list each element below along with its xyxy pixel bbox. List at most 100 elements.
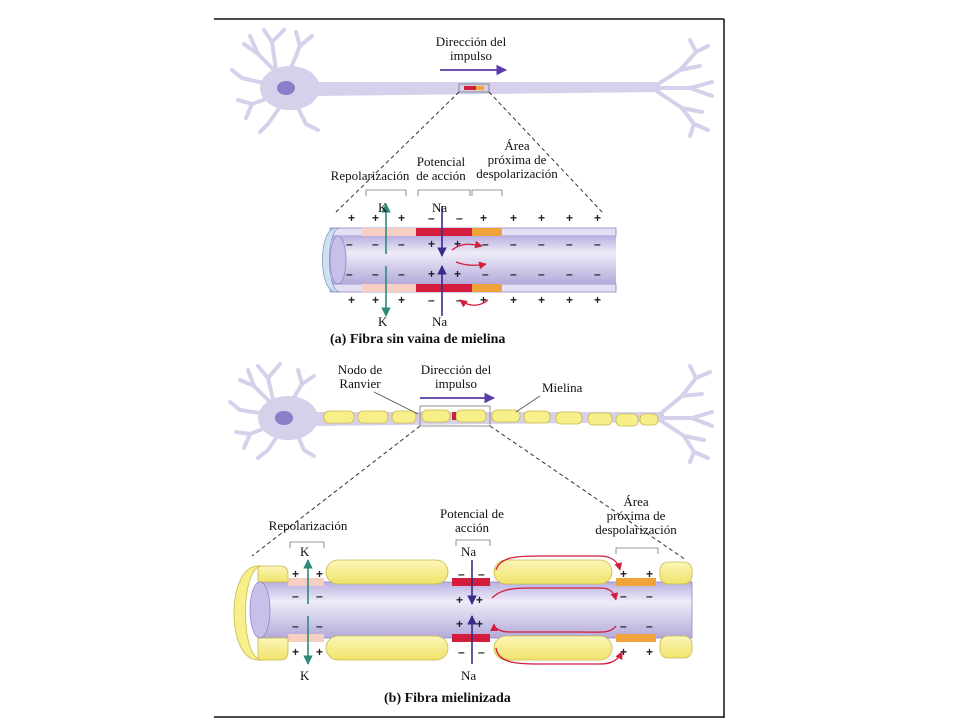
- action-potential-label-a-line1: Potencial: [417, 154, 466, 169]
- svg-text:+: +: [538, 293, 545, 307]
- repolarization-label-b: Repolarización: [269, 518, 348, 533]
- svg-text:+: +: [480, 293, 487, 307]
- svg-text:–: –: [478, 567, 485, 581]
- k-label-a-top: K: [378, 200, 388, 215]
- svg-text:+: +: [398, 293, 405, 307]
- svg-text:–: –: [372, 267, 379, 281]
- svg-text:–: –: [510, 237, 517, 251]
- inner-charges-a-top: – – – + + – – – – –: [346, 237, 601, 251]
- svg-text:–: –: [646, 619, 653, 633]
- svg-text:+: +: [316, 567, 323, 581]
- na-label-a-bottom: Na: [432, 314, 447, 329]
- area-label-b-line1: Área: [623, 494, 648, 509]
- node-pointer-b: [373, 391, 419, 415]
- svg-text:+: +: [594, 293, 601, 307]
- svg-text:+: +: [510, 211, 517, 225]
- svg-text:–: –: [292, 619, 299, 633]
- svg-text:+: +: [566, 293, 573, 307]
- svg-text:+: +: [292, 645, 299, 659]
- charges-b: + + – – + + – – + + – – – – + + – – + + …: [292, 567, 653, 659]
- action-potential-label-b-line2: acción: [455, 520, 489, 535]
- svg-text:+: +: [456, 593, 463, 607]
- myelin-segments-b: [323, 409, 659, 427]
- repolarization-label-a: Repolarización: [331, 168, 410, 183]
- svg-text:+: +: [566, 211, 573, 225]
- area-label-a-line1: Área: [504, 138, 529, 153]
- svg-text:+: +: [372, 211, 379, 225]
- nucleus-b: [275, 411, 293, 425]
- saltatory-current-arrow-b-inner-bottom: [490, 623, 617, 633]
- action-potential-label-a-line2: de acción: [416, 168, 466, 183]
- myelin-label-b: Mielina: [542, 380, 583, 395]
- node-label-b-line1: Nodo de: [338, 362, 383, 377]
- neuron-a: [230, 28, 714, 138]
- svg-text:+: +: [646, 567, 653, 581]
- saltatory-current-arrow-b-inner-top: [491, 587, 619, 601]
- svg-text:+: +: [456, 617, 463, 631]
- nucleus-a: [277, 81, 295, 95]
- svg-text:–: –: [594, 237, 601, 251]
- neuron-b: [228, 362, 714, 464]
- direction-label-b-line1: Dirección del: [421, 362, 492, 377]
- svg-text:–: –: [372, 237, 379, 251]
- svg-text:–: –: [316, 619, 323, 633]
- area-label-a-line3: despolarización: [476, 166, 558, 181]
- svg-text:–: –: [428, 211, 435, 225]
- svg-text:–: –: [346, 267, 353, 281]
- svg-text:+: +: [454, 267, 461, 281]
- caption-b: (b) Fibra mielinizada: [384, 691, 511, 706]
- direction-label-b-line2: impulso: [435, 376, 477, 391]
- k-label-b-top: K: [300, 544, 310, 559]
- svg-text:–: –: [538, 237, 545, 251]
- na-label-b-top: Na: [461, 544, 476, 559]
- svg-text:–: –: [482, 237, 489, 251]
- svg-text:–: –: [428, 293, 435, 307]
- svg-text:+: +: [316, 645, 323, 659]
- svg-text:+: +: [348, 293, 355, 307]
- fiber-b: [233, 559, 693, 661]
- area-label-b-line2: próxima de: [607, 508, 666, 523]
- svg-text:–: –: [620, 589, 627, 603]
- svg-text:–: –: [292, 589, 299, 603]
- svg-text:+: +: [292, 567, 299, 581]
- svg-text:–: –: [398, 237, 405, 251]
- svg-text:+: +: [480, 211, 487, 225]
- action-potential-label-b-line1: Potencial de: [440, 506, 504, 521]
- svg-text:+: +: [510, 293, 517, 307]
- saltatory-current-arrow-b-top: [495, 555, 623, 571]
- svg-text:–: –: [620, 619, 627, 633]
- svg-text:–: –: [456, 211, 463, 225]
- na-label-b-bottom: Na: [461, 668, 476, 683]
- caption-a: (a) Fibra sin vaina de mielina: [330, 332, 505, 347]
- svg-text:–: –: [346, 237, 353, 251]
- svg-text:–: –: [646, 589, 653, 603]
- svg-text:–: –: [458, 645, 465, 659]
- svg-text:+: +: [476, 617, 483, 631]
- svg-text:–: –: [594, 267, 601, 281]
- svg-text:–: –: [566, 267, 573, 281]
- svg-text:+: +: [428, 237, 435, 251]
- local-current-arrow-a-3: [459, 299, 489, 308]
- svg-text:+: +: [538, 211, 545, 225]
- area-label-b-line3: despolarización: [595, 522, 677, 537]
- svg-text:–: –: [458, 567, 465, 581]
- outer-charges-a-top: + + + – – + + + + +: [348, 211, 601, 225]
- myelin-pointer-b: [515, 395, 541, 413]
- svg-text:+: +: [348, 211, 355, 225]
- svg-text:–: –: [538, 267, 545, 281]
- svg-text:+: +: [372, 293, 379, 307]
- svg-text:–: –: [510, 267, 517, 281]
- svg-text:+: +: [646, 645, 653, 659]
- svg-text:+: +: [620, 645, 627, 659]
- svg-text:–: –: [478, 645, 485, 659]
- inner-charges-a-bottom: – – – + + – – – – –: [346, 267, 601, 281]
- svg-text:+: +: [476, 593, 483, 607]
- svg-text:+: +: [620, 567, 627, 581]
- direction-label-a-line2: impulso: [450, 48, 492, 63]
- svg-text:–: –: [482, 267, 489, 281]
- svg-text:–: –: [566, 237, 573, 251]
- svg-text:–: –: [316, 589, 323, 603]
- svg-text:–: –: [456, 293, 463, 307]
- local-current-arrow-a-1: [451, 240, 483, 251]
- svg-text:+: +: [398, 211, 405, 225]
